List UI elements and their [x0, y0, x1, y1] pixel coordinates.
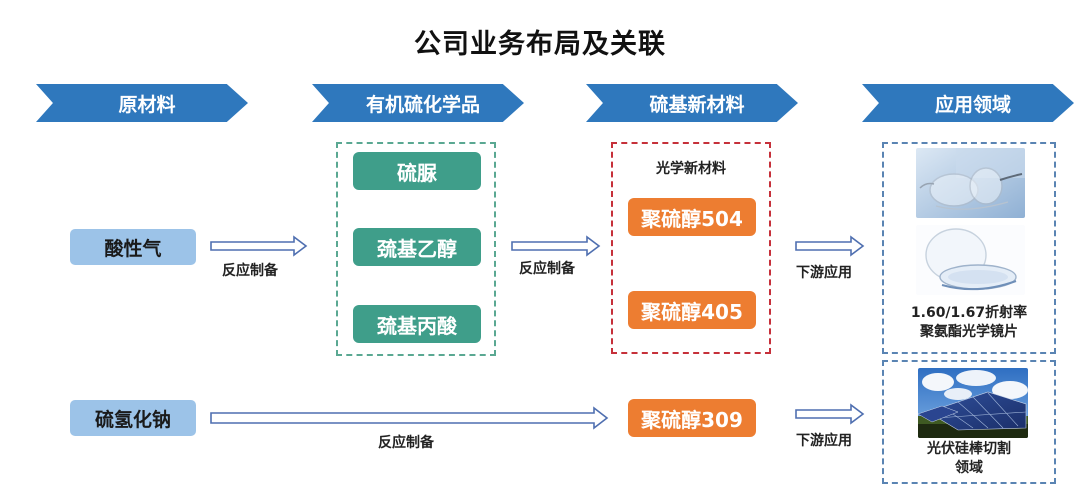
material-polythiol-309: 聚硫醇309: [628, 399, 756, 437]
downstream-arrow-2: [795, 403, 865, 425]
optical-lens-icon: [916, 225, 1025, 295]
diagram-title: 公司业务布局及关联: [414, 29, 666, 60]
hollow-arrow-icon: [795, 403, 865, 425]
downstream-arrow-1: [795, 235, 865, 257]
reaction-label-3: 反应制备: [378, 435, 434, 451]
chemical-thiourea: 硫脲: [353, 152, 481, 190]
stage-sulfur-new-materials: 硫基新材料: [586, 84, 798, 122]
hollow-arrow-icon: [795, 235, 865, 257]
hollow-arrow-icon: [210, 235, 308, 257]
chemical-mercaptoethanol: 巯基乙醇: [353, 228, 481, 266]
downstream-label-1: 下游应用: [796, 265, 852, 281]
reaction-label-2: 反应制备: [519, 261, 575, 277]
lens-image: [916, 225, 1025, 295]
application-pv-cutting-group: [882, 360, 1056, 484]
organic-sulfur-chemicals-group: [336, 142, 496, 356]
raw-material-sodium-hydrosulfide: 硫氢化钠: [70, 400, 196, 436]
application-optical-lens-group: [882, 142, 1056, 354]
application-optical-lens-caption: 1.60/1.67折射率 聚氨酯光学镜片: [882, 304, 1056, 342]
material-polythiol-504: 聚硫醇504: [628, 198, 756, 236]
material-polythiol-405: 聚硫醇405: [628, 291, 756, 329]
caption-line-1: 光伏硅棒切割: [927, 441, 1011, 457]
reaction-arrow-1: [210, 235, 308, 257]
caption-line-1: 1.60/1.67折射率: [910, 305, 1028, 321]
raw-material-acid-gas: 酸性气: [70, 229, 196, 265]
reaction-label-1: 反应制备: [222, 263, 278, 279]
stage-organic-sulfur-chemicals: 有机硫化学品: [312, 84, 524, 122]
stage-applications: 应用领域: [862, 84, 1074, 122]
caption-line-2: 聚氨酯光学镜片: [920, 324, 1018, 340]
reaction-arrow-3: [210, 406, 610, 430]
solar-panel-image: [918, 368, 1028, 438]
application-pv-cutting-caption: 光伏硅棒切割 领域: [882, 440, 1056, 478]
chemical-mercaptopropionic-acid: 巯基丙酸: [353, 305, 481, 343]
stage-raw-materials: 原材料: [36, 84, 248, 122]
optical-materials-heading: 光学新材料: [656, 161, 726, 177]
reaction-arrow-2: [511, 235, 601, 257]
hollow-arrow-icon: [511, 235, 601, 257]
optical-materials-group: [611, 142, 771, 354]
hollow-arrow-icon: [210, 406, 609, 430]
solar-panel-icon: [918, 368, 1028, 438]
eyeglasses-image: [916, 148, 1025, 218]
downstream-label-2: 下游应用: [796, 433, 852, 449]
eyeglasses-icon: [916, 148, 1025, 218]
caption-line-2: 领域: [955, 460, 983, 476]
